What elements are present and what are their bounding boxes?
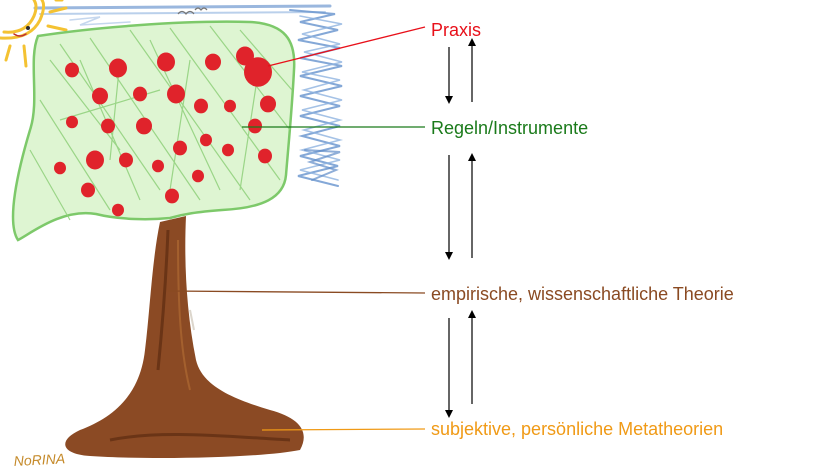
- apple: [173, 141, 187, 156]
- apple: [192, 170, 204, 183]
- label-empirische-theorie: empirische, wissenschaftliche Theorie: [431, 283, 734, 305]
- apple: [86, 151, 104, 170]
- apple: [133, 87, 147, 102]
- signature-text: NoRINA: [13, 450, 65, 468]
- label-metatheorien: subjektive, persönliche Metatheorien: [431, 418, 723, 440]
- apple: [119, 153, 133, 168]
- apple: [66, 116, 78, 129]
- apple: [152, 160, 164, 173]
- apple: [81, 183, 95, 198]
- apple: [157, 53, 175, 72]
- apple: [101, 119, 115, 134]
- apple: [224, 100, 236, 113]
- apple: [258, 149, 272, 164]
- apple: [167, 85, 185, 104]
- apple: [200, 134, 212, 147]
- apple: [248, 119, 262, 134]
- pointer-theorie: [168, 291, 425, 293]
- label-regeln-instrumente: Regeln/Instrumente: [431, 117, 588, 139]
- apple: [165, 189, 179, 204]
- apple: [205, 54, 221, 71]
- tree-trunk: [65, 216, 304, 458]
- apple: [65, 63, 79, 78]
- arrows: [449, 40, 472, 416]
- apple: [112, 204, 124, 217]
- apple: [54, 162, 66, 175]
- apple: [136, 118, 152, 135]
- apple: [109, 59, 127, 78]
- apple: [244, 57, 272, 86]
- label-praxis: Praxis: [431, 19, 481, 41]
- apple: [260, 96, 276, 113]
- apple: [92, 88, 108, 105]
- apple: [222, 144, 234, 157]
- apple: [194, 99, 208, 114]
